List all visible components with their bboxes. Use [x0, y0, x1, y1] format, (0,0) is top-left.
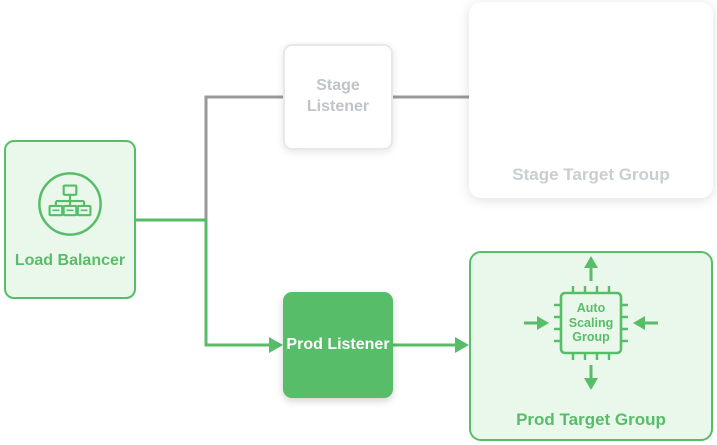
stage-target-group-node: Stage Target Group — [469, 2, 713, 198]
auto-scaling-group-label: Auto Scaling Group — [568, 301, 614, 345]
auto-scaling-group-icon — [524, 256, 658, 390]
arrowhead-prod-target-group — [455, 337, 469, 353]
prod-target-group-node: Auto Scaling Group Prod Target Group — [469, 251, 713, 441]
prod-listener-node: Prod Listener — [283, 292, 393, 398]
prod-target-group-label: Prod Target Group — [516, 410, 666, 429]
scale-in-right-arrow-icon — [633, 316, 658, 330]
stage-target-group-label: Stage Target Group — [512, 165, 670, 184]
load-balancer-icon — [35, 169, 105, 244]
arrowhead-prod-listener — [269, 337, 283, 353]
scale-up-arrow-icon — [584, 256, 598, 281]
connector-lb-prod-listener — [136, 218, 269, 347]
scale-in-left-arrow-icon — [524, 316, 549, 330]
connector-lb-stage-listener — [204, 95, 283, 220]
stage-listener-node: Stage Listener — [283, 44, 393, 150]
prod-listener-label: Prod Listener — [286, 335, 390, 353]
scale-down-arrow-icon — [584, 365, 598, 390]
load-balancer-label: Load Balancer — [14, 251, 126, 269]
stage-listener-label: Stage Listener — [306, 77, 370, 115]
load-balancer-node: Load Balancer — [4, 140, 136, 299]
